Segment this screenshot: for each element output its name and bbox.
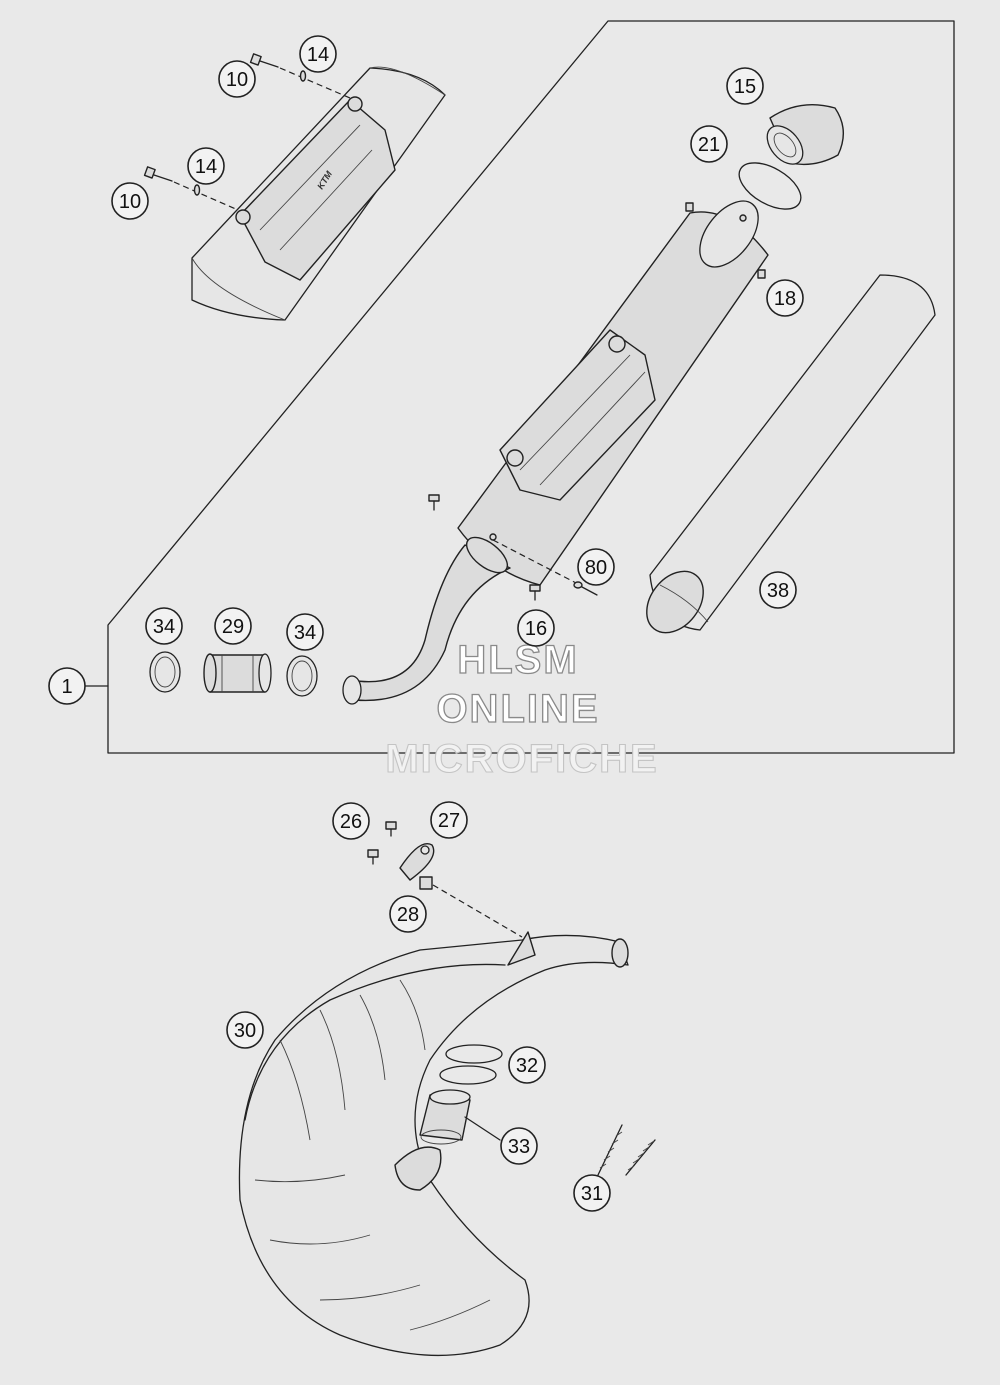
- callout-number: 26: [340, 811, 362, 833]
- ring-34-right: [286, 655, 318, 697]
- callout-31: 31: [573, 1174, 611, 1212]
- callout-number: 27: [438, 810, 460, 832]
- callout-circle: [500, 1127, 538, 1165]
- screw-axis-upper: [279, 67, 351, 99]
- callout-number: 10: [119, 191, 141, 213]
- callout-number: 80: [585, 557, 607, 579]
- callout-14a: 14: [299, 35, 337, 73]
- callout-14b: 14: [187, 147, 225, 185]
- callout-number: 28: [397, 904, 419, 926]
- washer-14-lower: [193, 184, 201, 196]
- callout-circle: [145, 607, 183, 645]
- end-cap: [766, 103, 844, 166]
- callout-32: 32: [508, 1046, 546, 1084]
- callout-circle: [226, 1011, 264, 1049]
- callout-layer: 1 10 14 10 14 15 21 18 80 38 16 34 29 34 26 27 28 30 32 33 3…: [48, 35, 804, 1212]
- callout-circle: [508, 1046, 546, 1084]
- rivet-axis: [492, 539, 581, 586]
- callout-circle: [48, 667, 86, 705]
- ring-34-left: [149, 651, 181, 693]
- callout-number: 15: [734, 76, 756, 98]
- clip-28: [419, 876, 433, 890]
- screw-26: [367, 821, 397, 865]
- bracket-axis: [432, 884, 523, 938]
- callout-circle: [430, 801, 468, 839]
- callout-34b: 34: [286, 613, 324, 651]
- callout-number: 38: [767, 580, 789, 602]
- callout-21: 21: [690, 125, 728, 163]
- silencer-body: [457, 200, 769, 586]
- callout-circle: [111, 182, 149, 220]
- callout-number: 18: [774, 288, 796, 310]
- washer-14-upper: [299, 70, 307, 82]
- bracket-27: [399, 843, 435, 881]
- o-ring-32: [439, 1044, 503, 1085]
- watermark-hlsm: HLSM: [457, 638, 578, 682]
- callout-number: 14: [307, 44, 329, 66]
- callout-circle: [577, 548, 615, 586]
- callout-circle: [690, 125, 728, 163]
- callout-27: 27: [430, 801, 468, 839]
- callout-number: 1: [61, 676, 72, 698]
- spring-31: [597, 1124, 656, 1176]
- callout-circle: [332, 802, 370, 840]
- callout-10a: 10: [218, 60, 256, 98]
- callout-80: 80: [577, 548, 615, 586]
- callout-10b: 10: [111, 182, 149, 220]
- screw-10-lower: [143, 166, 173, 182]
- callout-number: 34: [294, 622, 316, 644]
- callout-number: 30: [234, 1020, 256, 1042]
- callout-29: 29: [214, 607, 252, 645]
- callout-circle: [573, 1174, 611, 1212]
- callout-number: 16: [525, 618, 547, 640]
- callout-38: 38: [759, 571, 797, 609]
- callout-number: 33: [508, 1136, 530, 1158]
- callout-circle: [187, 147, 225, 185]
- ring-34-left-inner: [154, 656, 176, 688]
- callout-number: 21: [698, 134, 720, 156]
- callout-18: 18: [766, 279, 804, 317]
- callout-26: 26: [332, 802, 370, 840]
- callout-circle: [759, 571, 797, 609]
- screw-axis-lower: [173, 181, 239, 211]
- callout-circle: [218, 60, 256, 98]
- screw-16: [428, 494, 541, 601]
- callout-number: 34: [153, 616, 175, 638]
- callout-number: 31: [581, 1183, 603, 1205]
- silencer-guard-detail: KTM: [191, 66, 446, 321]
- callout-number: 29: [222, 616, 244, 638]
- callout-circle: [299, 35, 337, 73]
- callout-number: 10: [226, 69, 248, 91]
- o-ring: [738, 162, 802, 210]
- screw-10-upper: [249, 53, 279, 68]
- callout-circle: [517, 609, 555, 647]
- callout-number: 14: [195, 156, 217, 178]
- silencer-packing: [646, 274, 936, 634]
- callout-1: 1: [48, 667, 86, 705]
- exhaust-pipe-30: [238, 931, 629, 1357]
- callout-15: 15: [726, 67, 764, 105]
- callout-34a: 34: [145, 607, 183, 645]
- callout-circle: [726, 67, 764, 105]
- silencer-link-pipe: [342, 536, 511, 705]
- callout-circle: [286, 613, 324, 651]
- callout-30: 30: [226, 1011, 264, 1049]
- assembly-frame: [107, 20, 955, 754]
- sleeve-29: [203, 653, 272, 693]
- callout-28: 28: [389, 895, 427, 933]
- callout-number: 32: [516, 1055, 538, 1077]
- watermark-online: ONLINE: [436, 687, 599, 731]
- callout-16: 16: [517, 609, 555, 647]
- callout-circle: [389, 895, 427, 933]
- callout-circle: [214, 607, 252, 645]
- ring-34-right-inner: [291, 660, 313, 692]
- callout-33: 33: [500, 1127, 538, 1165]
- watermark-microfiche: MICROFICHE: [385, 737, 658, 781]
- rivet-80: [573, 581, 598, 596]
- callout-circle: [766, 279, 804, 317]
- manifold-33: [419, 1089, 501, 1145]
